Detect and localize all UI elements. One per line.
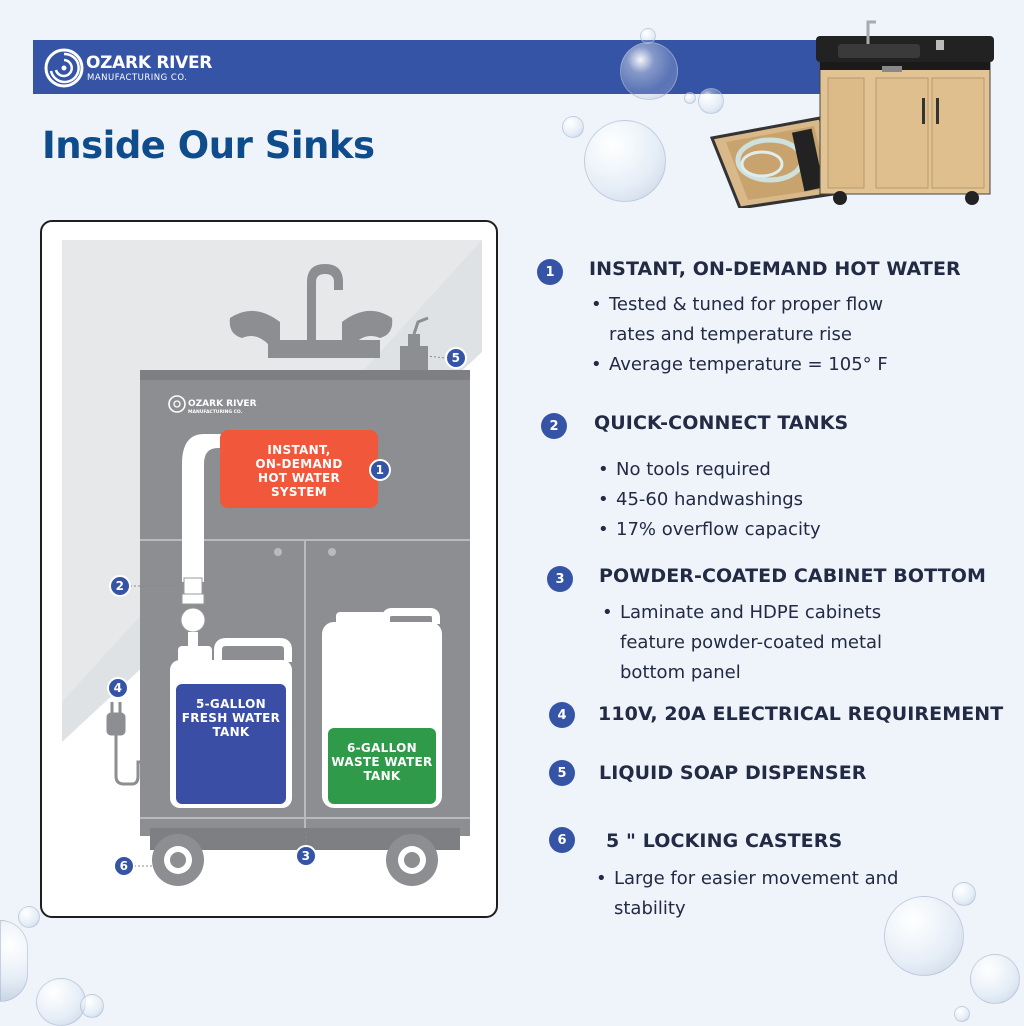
bubble-decoration (36, 978, 86, 1026)
bubble-decoration (640, 28, 656, 44)
feature-title: 110V, 20A ELECTRICAL REQUIREMENT (598, 703, 1004, 725)
feature-title: LIQUID SOAP DISPENSER (599, 762, 867, 784)
bullet-icon: • (598, 519, 609, 540)
heater-label-line: ON-DEMAND (255, 457, 342, 471)
fresh-tank-label-line: 5-GALLON (196, 697, 266, 711)
page-title: Inside Our Sinks (42, 124, 375, 167)
brand-logo[interactable]: OZARK RIVER MANUFACTURING CO. (42, 44, 242, 92)
water-pipe (180, 434, 222, 646)
svg-text:6: 6 (120, 859, 129, 873)
feature-number-badge: 1 (537, 259, 563, 285)
brand-subname: MANUFACTURING CO. (87, 73, 188, 83)
bubble-decoration (584, 120, 666, 202)
power-plug-icon (106, 702, 140, 786)
feature-bullet: •Laminate and HDPE cabinets feature powd… (602, 598, 882, 688)
fresh-tank-label-line: FRESH WATER (182, 711, 280, 725)
bullet-icon: • (598, 489, 609, 510)
bubble-decoration (884, 896, 964, 976)
left-caster (152, 834, 204, 886)
bullet-icon: • (591, 354, 602, 375)
right-caster (386, 834, 438, 886)
cabinet-logo: OZARK RIVER MANUFACTURING CO. (168, 395, 257, 415)
feature-number-badge: 5 (549, 760, 575, 786)
heater-label-line: HOT WATER (258, 471, 340, 485)
feature-title: QUICK-CONNECT TANKS (594, 412, 849, 434)
fresh-water-tank: 5-GALLON FRESH WATER TANK (170, 638, 292, 808)
bubble-decoration (698, 88, 724, 114)
marker-6[interactable]: 6 (113, 855, 135, 877)
brand-name: OZARK RIVER (86, 53, 213, 73)
bubble-decoration (620, 42, 678, 100)
bullet-icon: • (598, 459, 609, 480)
marker-5[interactable]: 5 (445, 347, 467, 369)
marker-4[interactable]: 4 (107, 677, 129, 699)
feature-number-badge: 4 (549, 702, 575, 728)
feature-title: 5 " LOCKING CASTERS (606, 830, 843, 852)
feature-bullet: •Average temperature = 105° F (591, 350, 888, 380)
feature-title: POWDER-COATED CABINET BOTTOM (599, 565, 986, 587)
cabinet-logo-name: OZARK RIVER (188, 399, 257, 409)
sink-diagram: OZARK RIVER MANUFACTURING CO. INSTANT, O… (62, 240, 482, 886)
feature-bullet: •45-60 handwashings (598, 485, 803, 515)
marker-2[interactable]: 2 (109, 575, 131, 597)
waste-tank-label-line: 6-GALLON (347, 741, 417, 755)
waste-water-tank: 6-GALLON WASTE WATER TANK (322, 608, 442, 808)
feature-bullet: •Tested & tuned for proper flow rates an… (591, 290, 883, 350)
marker-3[interactable]: 3 (295, 845, 317, 867)
bullet-icon: • (591, 294, 602, 315)
heater-label-line: SYSTEM (271, 485, 327, 499)
faucet-icon (229, 264, 393, 358)
feature-title: INSTANT, ON-DEMAND HOT WATER (589, 258, 961, 280)
bubble-decoration (80, 994, 104, 1018)
bullet-icon: • (602, 602, 613, 623)
cabinet-logo-subname: MANUFACTURING CO. (188, 409, 243, 415)
marker-1[interactable]: 1 (369, 459, 391, 481)
bubble-decoration (562, 116, 584, 138)
svg-text:2: 2 (116, 579, 125, 593)
svg-text:4: 4 (114, 681, 123, 695)
swirl-logo-icon (168, 395, 186, 413)
heater-callout (220, 430, 378, 508)
feature-bullet: •No tools required (598, 455, 771, 485)
svg-text:1: 1 (376, 463, 385, 477)
product-photo (709, 20, 994, 208)
bubble-decoration (970, 954, 1020, 1004)
feature-number-badge: 6 (549, 827, 575, 853)
feature-number-badge: 2 (541, 413, 567, 439)
bullet-icon: • (596, 868, 607, 889)
feature-bullet: •17% overflow capacity (598, 515, 821, 545)
bubble-decoration (18, 906, 40, 928)
heater-label-line: INSTANT, (267, 443, 330, 457)
fresh-tank-label-line: TANK (212, 725, 249, 739)
waste-tank-label-line: WASTE WATER (331, 755, 432, 769)
bubble-decoration (952, 882, 976, 906)
feature-number-badge: 3 (547, 566, 573, 592)
bubble-decoration (954, 1006, 970, 1022)
feature-bullet: •Large for easier movement and stability (596, 864, 898, 924)
bubble-decoration (0, 920, 28, 1002)
bubble-decoration (684, 92, 696, 104)
svg-text:3: 3 (302, 849, 311, 863)
svg-text:5: 5 (452, 351, 461, 365)
swirl-logo-icon (44, 48, 84, 88)
waste-tank-label-line: TANK (363, 769, 400, 783)
